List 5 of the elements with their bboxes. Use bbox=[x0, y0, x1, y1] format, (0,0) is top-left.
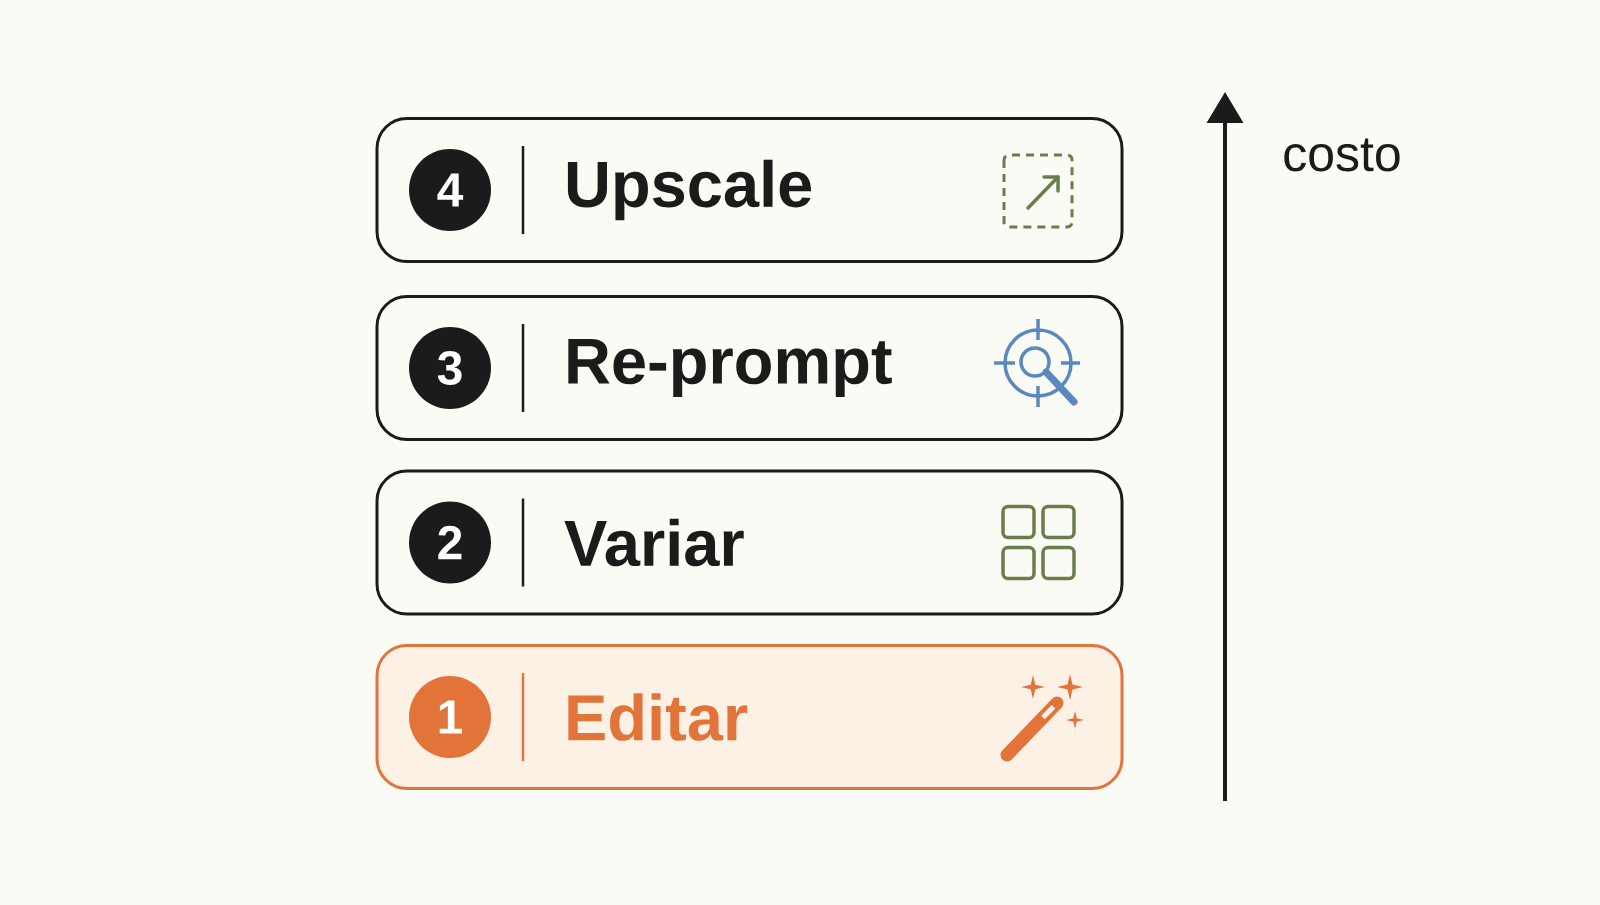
number-badge: 4 bbox=[409, 149, 491, 231]
number-badge: 1 bbox=[409, 676, 491, 758]
number-badge: 2 bbox=[409, 501, 491, 584]
axis-label: costo bbox=[1284, 138, 1400, 172]
number-badge: 3 bbox=[409, 327, 491, 409]
